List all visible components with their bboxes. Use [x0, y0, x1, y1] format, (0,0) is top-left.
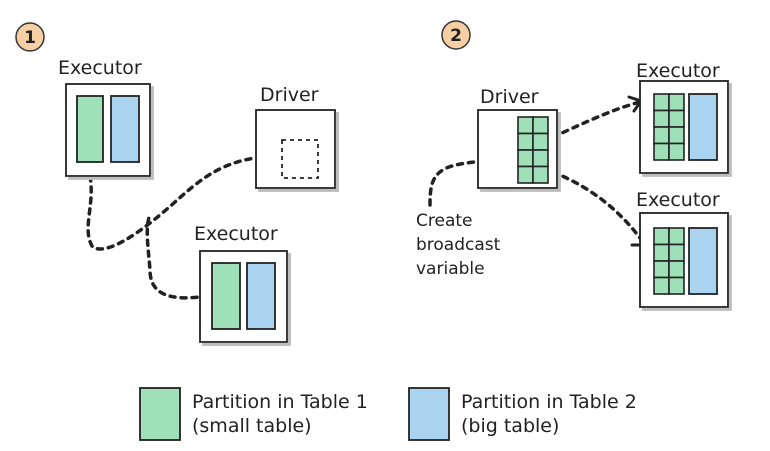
- grid-cell: [668, 243, 685, 262]
- grid-cell: [653, 93, 670, 112]
- broadcast-grid-executor-2a: [653, 93, 685, 161]
- legend-item-big-table: Partition in Table 2 (big table): [408, 387, 637, 441]
- grid-cell: [532, 165, 549, 184]
- step-1-badge: 1: [15, 22, 45, 52]
- grid-cell: [653, 142, 670, 161]
- grid-cell: [653, 227, 670, 246]
- path-executor2-to-driver: [145, 212, 210, 300]
- grid-cell: [532, 116, 549, 135]
- legend-swatch-small: [139, 387, 181, 441]
- legend-swatch-big: [408, 387, 450, 441]
- legend-small-line2: (small table): [192, 415, 312, 437]
- legend: Partition in Table 1 (small table) Parti…: [139, 387, 637, 441]
- panel-2: Create broadcast variable Driver Executo…: [416, 60, 729, 308]
- executor-label-1a: Executor: [58, 57, 142, 79]
- grid-cell: [668, 276, 685, 295]
- path-driver-to-executor-top: [551, 100, 642, 139]
- executor-label-2b: Executor: [636, 189, 720, 211]
- grid-cell: [668, 109, 685, 128]
- step-2-number: 2: [450, 26, 462, 46]
- legend-small-line1: Partition in Table 1: [192, 391, 368, 413]
- grid-cell: [517, 149, 534, 168]
- partition-big-2a: [688, 93, 718, 161]
- partition-small-1b: [211, 262, 241, 330]
- annotation-line-2: broadcast: [416, 235, 501, 255]
- driver-label-2: Driver: [480, 86, 539, 108]
- path-executor-to-driver: [86, 156, 257, 251]
- grid-cell: [517, 116, 534, 135]
- legend-item-small-table: Partition in Table 1 (small table): [139, 387, 368, 441]
- step-1-number: 1: [24, 28, 36, 48]
- grid-cell: [532, 132, 549, 151]
- panel-1: Executor Driver Executor: [58, 57, 336, 343]
- partition-big-1a: [110, 95, 140, 163]
- legend-big-line1: Partition in Table 2: [461, 391, 637, 413]
- executor-label-1b: Executor: [194, 223, 278, 245]
- empty-slot-dashed: [281, 139, 319, 179]
- grid-cell: [668, 93, 685, 112]
- grid-cell: [668, 227, 685, 246]
- broadcast-grid-executor-2b: [653, 227, 685, 295]
- grid-cell: [653, 243, 670, 262]
- partition-small-1a: [76, 95, 104, 163]
- grid-cell: [653, 126, 670, 145]
- partition-big-1b: [246, 262, 276, 330]
- partition-big-2b: [688, 227, 718, 295]
- driver-label-1: Driver: [260, 84, 319, 106]
- grid-cell: [517, 165, 534, 184]
- executor-label-2a: Executor: [636, 60, 720, 82]
- broadcast-grid-driver: [517, 116, 549, 184]
- path-driver-to-executor-bottom: [551, 170, 642, 240]
- grid-cell: [517, 132, 534, 151]
- grid-cell: [668, 260, 685, 279]
- grid-cell: [668, 142, 685, 161]
- step-2-badge: 2: [441, 20, 471, 50]
- annotation-line-3: variable: [416, 259, 485, 279]
- grid-cell: [532, 149, 549, 168]
- annotation-line-1: Create: [416, 211, 473, 231]
- grid-cell: [668, 126, 685, 145]
- legend-big-line2: (big table): [461, 415, 559, 437]
- grid-cell: [653, 109, 670, 128]
- grid-cell: [653, 276, 670, 295]
- grid-cell: [653, 260, 670, 279]
